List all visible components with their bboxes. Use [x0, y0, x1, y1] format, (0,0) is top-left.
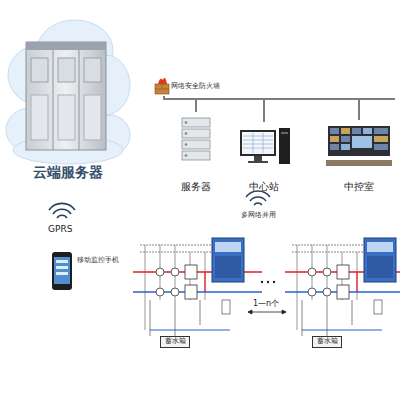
node-label: 云端服务器 — [33, 164, 103, 180]
node-label: 蓄水箱 — [165, 338, 186, 345]
wifi-icon — [246, 191, 270, 205]
control-room: 中控室 — [324, 120, 394, 192]
firewall-icon — [155, 78, 169, 94]
network-bus — [356, 98, 395, 100]
server-node: 服务器 — [168, 112, 224, 192]
water-tank: 蓄水箱 — [160, 336, 190, 348]
wifi-icon — [49, 203, 75, 218]
water-tank: 蓄水箱 — [312, 336, 342, 348]
range-arrow — [248, 310, 286, 314]
network-line — [164, 96, 359, 120]
node-label: 网络安全防火墙 — [171, 83, 220, 90]
server-cabinet — [26, 42, 106, 150]
network-label: GPRS — [47, 225, 73, 235]
server-rack — [182, 118, 210, 160]
node-label: 中控室 — [344, 181, 374, 193]
mobile-phone: 移动监控手机 — [48, 248, 123, 294]
network-label: 多网络并用 — [240, 212, 277, 220]
node-label: 移动监控手机 — [77, 256, 119, 264]
phone-icon — [52, 252, 72, 290]
node-label: 服务器 — [181, 181, 211, 193]
pump-control-schematic — [133, 238, 400, 336]
cloud — [6, 20, 130, 164]
cloud-server: 云端服务器 — [10, 28, 125, 180]
node-label: 中心站 — [249, 181, 279, 193]
node-label: 蓄水箱 — [317, 338, 338, 345]
computer-icon — [240, 128, 290, 164]
firewall: 网络安全防火墙 — [152, 78, 224, 96]
count-label: 1—n个 — [252, 300, 280, 309]
center-station: 中心站 — [232, 122, 296, 192]
ellipsis-dots — [261, 281, 275, 283]
video-wall — [326, 126, 392, 166]
